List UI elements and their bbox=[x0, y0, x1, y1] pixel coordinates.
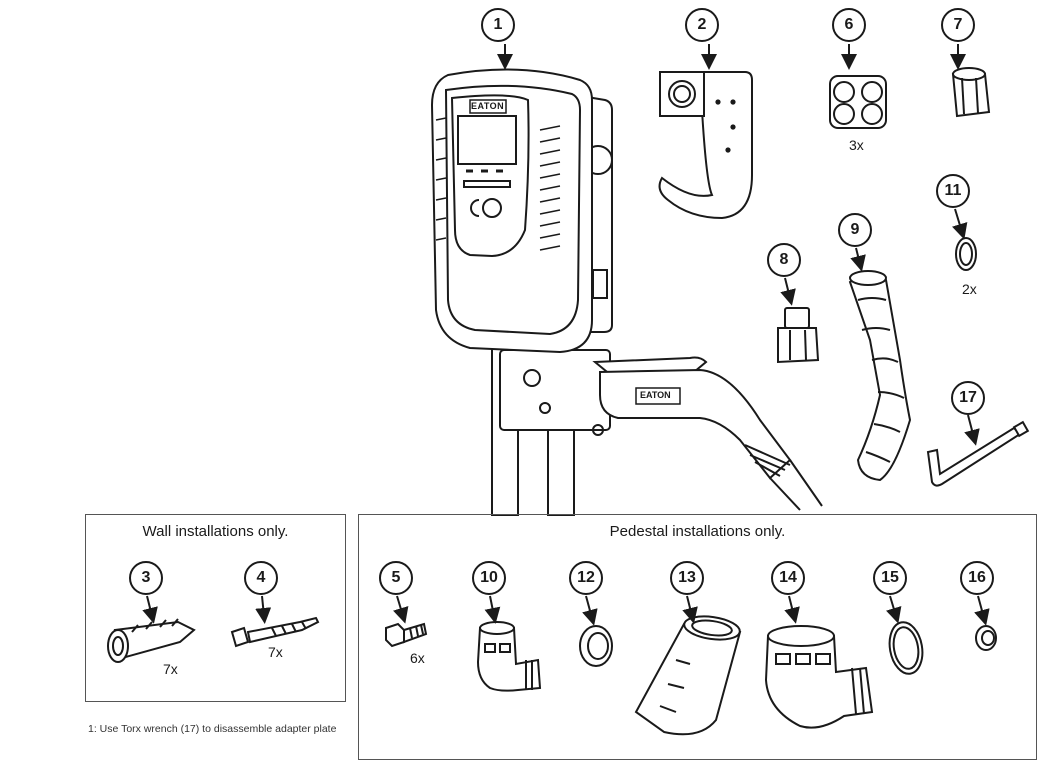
callout-6: 6 bbox=[832, 8, 866, 42]
wall-plug bbox=[107, 618, 196, 663]
callout-5: 5 bbox=[379, 561, 413, 595]
callout-16: 16 bbox=[960, 561, 994, 595]
wall-box-title: Wall installations only. bbox=[142, 523, 289, 540]
callout-15: 15 bbox=[873, 561, 907, 595]
quantity-item-5: 6x bbox=[410, 650, 425, 666]
hex-bolt bbox=[385, 622, 428, 648]
quantity-item-6: 3x bbox=[849, 137, 864, 153]
callout-4: 4 bbox=[244, 561, 278, 595]
pedestal-installations-box: Pedestal installations only. bbox=[358, 514, 1037, 760]
elbow-fitting-small bbox=[476, 621, 542, 692]
sealing-washer bbox=[955, 237, 977, 271]
callout-8: 8 bbox=[767, 243, 801, 277]
leader-arrows bbox=[142, 44, 990, 626]
callout-9: 9 bbox=[838, 213, 872, 247]
callout-11: 11 bbox=[936, 174, 970, 208]
wall-installations-box: Wall installations only. bbox=[85, 514, 346, 702]
callout-14: 14 bbox=[771, 561, 805, 595]
callout-3: 3 bbox=[129, 561, 163, 595]
quantity-item-3: 7x bbox=[163, 661, 178, 677]
callout-1: 1 bbox=[481, 8, 515, 42]
elbow-fitting-large bbox=[764, 625, 874, 729]
footnote: 1: Use Torx wrench (17) to disassemble a… bbox=[88, 723, 337, 735]
quantity-item-11: 2x bbox=[962, 281, 977, 297]
callout-2: 2 bbox=[685, 8, 719, 42]
connector-holster bbox=[658, 71, 753, 220]
cable-grommet bbox=[829, 75, 887, 129]
connector-brand-logo: EATON bbox=[640, 390, 671, 400]
torx-wrench bbox=[926, 420, 1030, 487]
quantity-item-4: 7x bbox=[268, 644, 283, 660]
flexible-conduit bbox=[848, 270, 912, 482]
charger-unit bbox=[430, 68, 823, 516]
callout-13: 13 bbox=[670, 561, 704, 595]
conduit-sleeve bbox=[634, 615, 742, 736]
small-nut bbox=[975, 625, 997, 651]
lag-screw bbox=[230, 616, 320, 648]
cable-gland bbox=[777, 307, 820, 364]
seal-ring bbox=[888, 621, 924, 675]
callout-10: 10 bbox=[472, 561, 506, 595]
pedestal-box-title: Pedestal installations only. bbox=[609, 523, 786, 540]
brand-logo: EATON bbox=[471, 101, 505, 111]
callout-12: 12 bbox=[569, 561, 603, 595]
lock-nut bbox=[579, 625, 613, 667]
coupling-nut bbox=[951, 67, 991, 118]
callout-7: 7 bbox=[941, 8, 975, 42]
callout-17: 17 bbox=[951, 381, 985, 415]
